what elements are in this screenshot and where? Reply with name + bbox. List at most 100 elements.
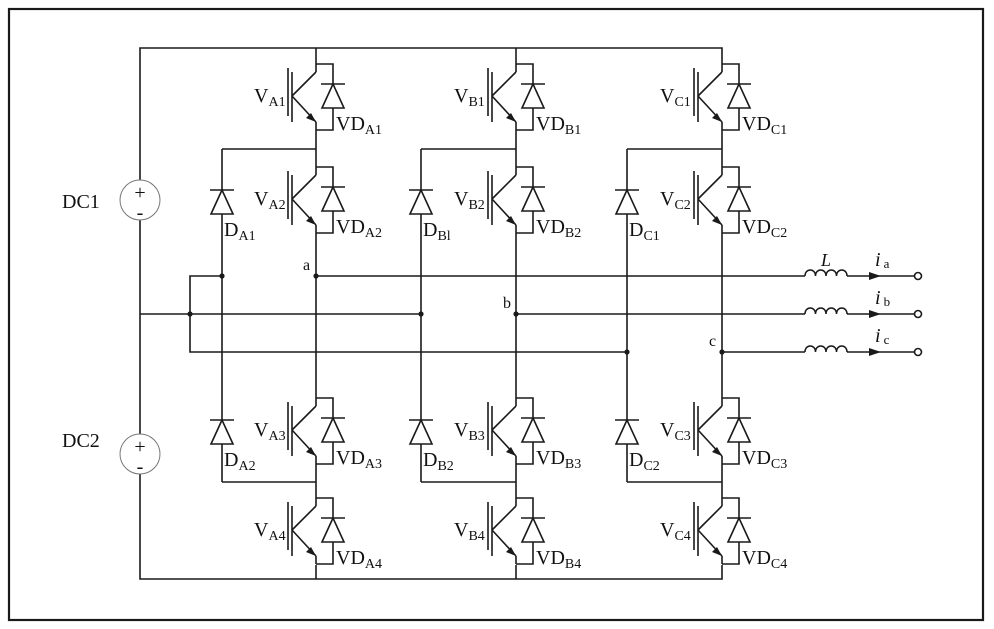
diode-label-c3: VDC3: [742, 447, 787, 472]
diode-label-c2-sub: C2: [771, 226, 787, 241]
clamp-junction-dot-a: [219, 273, 225, 279]
igbt-label-c2-sub: C2: [674, 198, 690, 213]
terminal-a: [913, 271, 923, 281]
clamp-diode-a2-icon: [209, 418, 235, 445]
igbt-a1: [287, 63, 346, 131]
diode-label-a3-sub: A3: [365, 457, 382, 472]
clamp-label-b2: DB2: [423, 449, 454, 474]
igbt-c2: [693, 166, 752, 234]
igbt-c2-diode-icon: [726, 185, 752, 212]
dc1-source-icon: [119, 179, 161, 221]
diode-label-b1-main: VD: [536, 113, 565, 135]
clamp-diode-b2: [408, 314, 434, 482]
igbt-b2: [487, 166, 546, 234]
igbt-c4-diode-icon: [726, 516, 752, 543]
inductor-icon-b: [804, 307, 848, 315]
clamp-diode-a1: [209, 149, 235, 276]
igbt-label-a2-main: V: [254, 188, 269, 210]
diode-label-b4: VDB4: [536, 547, 581, 572]
diode-label-b2-sub: B2: [565, 226, 581, 241]
diode-label-c4-sub: C4: [771, 557, 787, 572]
igbt-label-a3-sub: A3: [268, 429, 285, 444]
clamp-label-c1: DC1: [629, 219, 660, 244]
igbt-b2-emitter-arrow-icon: [506, 216, 516, 225]
igbt-a3-emitter-arrow-icon: [306, 447, 316, 456]
diode-label-c1-main: VD: [742, 113, 771, 135]
clamp-label-b2-main: D: [423, 449, 437, 471]
igbt-label-c3-main: V: [660, 419, 675, 441]
diode-label-b2-main: VD: [536, 216, 565, 238]
igbt-a1-emitter-arrow-icon: [306, 113, 316, 122]
figure-frame: [7, 7, 985, 622]
clamp-label-c2-sub: C2: [643, 459, 659, 474]
dc2-source: + - DC2: [62, 430, 161, 478]
igbt-a4-emitter-arrow-icon: [306, 547, 316, 556]
igbt-c1-diode-icon: [726, 82, 752, 109]
node-label-c: c: [709, 333, 716, 350]
igbt-c4-emitter-arrow-icon: [712, 547, 722, 556]
dc1-source: + - DC1: [62, 179, 161, 224]
diode-label-a1-sub: A1: [365, 123, 382, 138]
igbt-b3-diode-icon: [520, 416, 546, 443]
clamp-diode-b1-icon: [408, 188, 434, 215]
inductor-icon-c: [804, 345, 848, 353]
diode-label-b3: VDB3: [536, 447, 581, 472]
current-arrow-icon-c: [869, 348, 881, 356]
igbt-label-a3-main: V: [254, 419, 269, 441]
igbt-b3: [487, 397, 546, 465]
diode-label-c4: VDC4: [742, 547, 787, 572]
igbt-label-c2-main: V: [660, 188, 675, 210]
igbt-label-a4-sub: A4: [268, 529, 285, 544]
igbt-label-c4-sub: C4: [674, 529, 690, 544]
terminal-c: [913, 347, 923, 357]
igbt-label-c4: VC4: [660, 519, 691, 544]
igbt-a3: [287, 397, 346, 465]
dc2-plus: +: [134, 436, 145, 458]
igbt-label-a4: VA4: [254, 519, 286, 544]
diode-label-a1-main: VD: [336, 113, 365, 135]
current-arrow-icon-b: [869, 310, 881, 318]
igbt-a2-emitter-arrow-icon: [306, 216, 316, 225]
clamp-diode-b2-icon: [408, 418, 434, 445]
clamp-label-b1-sub: Bl: [437, 229, 450, 244]
clamp-label-a1-main: D: [224, 219, 238, 241]
igbt-label-b4: VB4: [454, 519, 485, 544]
igbt-label-c3-sub: C3: [674, 429, 690, 444]
clamp-label-c1-sub: C1: [643, 229, 659, 244]
diode-label-a2-sub: A2: [365, 226, 382, 241]
node-label-b: b: [503, 295, 511, 312]
igbt-b4: [487, 497, 546, 565]
diode-label-b4-main: VD: [536, 547, 565, 569]
clamp-label-a2-sub: A2: [238, 459, 255, 474]
neutral-junction-dot: [187, 311, 193, 317]
inductor-label: L: [820, 250, 831, 270]
inductor-icon-a: [804, 269, 848, 277]
igbt-label-b1-sub: B1: [468, 95, 484, 110]
igbt-b2-diode-icon: [520, 185, 546, 212]
diode-label-c1: VDC1: [742, 113, 787, 138]
igbt-a1-diode-icon: [320, 82, 346, 109]
diode-label-b1: VDB1: [536, 113, 581, 138]
phase-legs: VA1VDA1VA2VDA2VA3VDA3VA4VDA4DA1DA2aVB1VD…: [209, 63, 787, 572]
node-label-a: a: [303, 257, 310, 274]
clamp-label-b1-main: D: [423, 219, 437, 241]
clamp-diode-a1-icon: [209, 188, 235, 215]
dc1-label: DC1: [62, 191, 100, 213]
igbt-b1-emitter-arrow-icon: [506, 113, 516, 122]
igbt-c2-emitter-arrow-icon: [712, 216, 722, 225]
igbt-label-b1-main: V: [454, 85, 469, 107]
igbt-label-a2: VA2: [254, 188, 286, 213]
clamp-label-c1-main: D: [629, 219, 643, 241]
bottom-rail: [139, 474, 723, 580]
clamp-label-b1: DBl: [423, 219, 451, 244]
diode-label-c2: VDC2: [742, 216, 787, 241]
igbt-label-c1: VC1: [660, 85, 691, 110]
igbt-c3-diode-icon: [726, 416, 752, 443]
